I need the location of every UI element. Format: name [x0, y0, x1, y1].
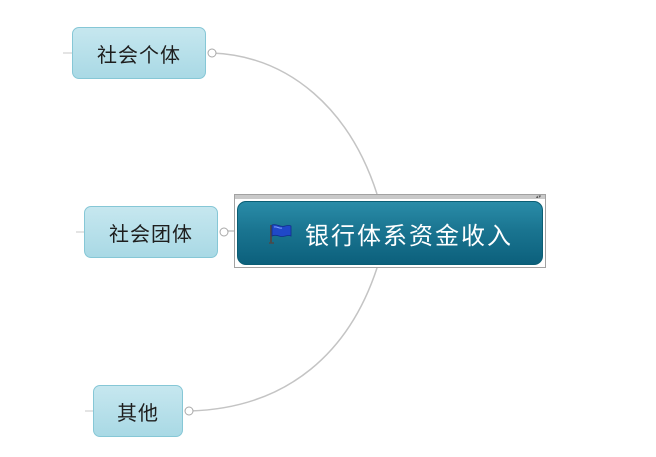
subtopic-node-3[interactable]: 其他	[93, 385, 183, 437]
subtopic-label-2: 社会团体	[109, 221, 193, 246]
selection-frame-title-bar	[235, 195, 545, 199]
subtopic-node-1[interactable]: 社会个体	[72, 27, 206, 79]
central-topic-label: 银行体系资金收入	[305, 221, 513, 250]
subtopic-3-connector-handle[interactable]	[184, 406, 194, 416]
central-topic-node[interactable]: 银行体系资金收入	[237, 201, 543, 265]
subtopic-1-connector-handle[interactable]	[207, 48, 217, 58]
subtopic-label-1: 社会个体	[97, 42, 181, 67]
flag-icon	[269, 224, 292, 244]
subtopic-node-2[interactable]: 社会团体	[84, 206, 218, 258]
connector-central-to-subtopic-3	[189, 267, 378, 412]
selection-resize-handle[interactable]: ▴▾	[535, 194, 542, 200]
subtopic-label-3: 其他	[117, 400, 159, 425]
subtopic-2-connector-handle[interactable]	[219, 227, 229, 237]
connector-central-to-subtopic-1	[211, 52, 378, 195]
